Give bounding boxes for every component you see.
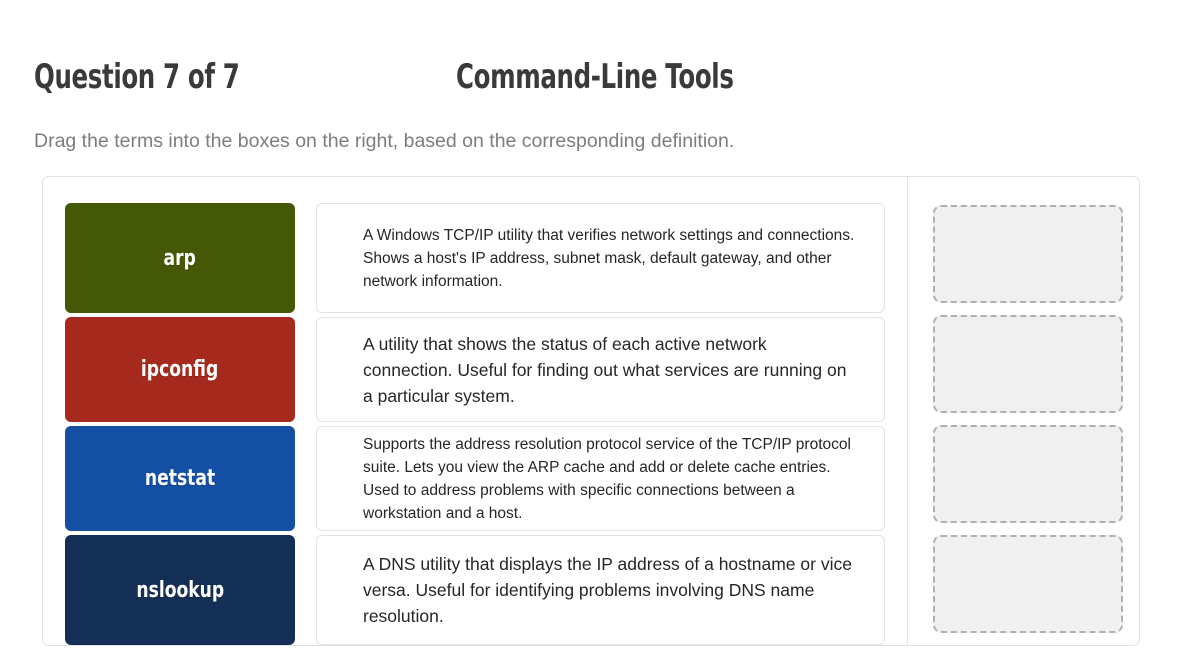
term-tile-nslookup[interactable]: nslookup	[65, 535, 295, 645]
drag-drop-card: arp A Windows TCP/IP utility that verifi…	[42, 176, 1140, 646]
dropzone-1[interactable]	[933, 205, 1123, 303]
dropzone-4[interactable]	[933, 535, 1123, 633]
list-item: arp A Windows TCP/IP utility that verifi…	[65, 203, 885, 313]
definition-text: A Windows TCP/IP utility that verifies n…	[363, 226, 855, 290]
list-item: ipconfig A utility that shows the status…	[65, 317, 885, 422]
page-header: Question 7 of 7 Command-Line Tools	[34, 52, 1134, 108]
term-definition-list: arp A Windows TCP/IP utility that verifi…	[65, 203, 885, 645]
dropzone-3[interactable]	[933, 425, 1123, 523]
page-title: Command-Line Tools	[456, 57, 734, 97]
term-label: arp	[163, 245, 197, 271]
term-label: netstat	[144, 466, 216, 491]
term-tile-arp[interactable]: arp	[65, 203, 295, 313]
column-divider	[907, 177, 908, 645]
question-counter: Question 7 of 7	[34, 57, 240, 97]
dropzone-2[interactable]	[933, 315, 1123, 413]
term-tile-netstat[interactable]: netstat	[65, 426, 295, 531]
term-label: ipconfig	[141, 357, 219, 382]
list-item: netstat Supports the address resolution …	[65, 426, 885, 531]
instruction-text: Drag the terms into the boxes on the rig…	[34, 130, 735, 152]
term-tile-ipconfig[interactable]: ipconfig	[65, 317, 295, 422]
definition-box: A Windows TCP/IP utility that verifies n…	[316, 203, 885, 313]
list-item: nslookup A DNS utility that displays the…	[65, 535, 885, 645]
definition-text: Supports the address resolution protocol…	[363, 435, 851, 522]
definition-text: A DNS utility that displays the IP addre…	[363, 554, 852, 626]
definition-box: A utility that shows the status of each …	[316, 317, 885, 422]
definition-text: A utility that shows the status of each …	[363, 333, 847, 406]
definition-box: Supports the address resolution protocol…	[316, 426, 885, 531]
dropzone-list	[933, 205, 1123, 645]
definition-box: A DNS utility that displays the IP addre…	[316, 535, 885, 645]
term-label: nslookup	[136, 577, 224, 603]
